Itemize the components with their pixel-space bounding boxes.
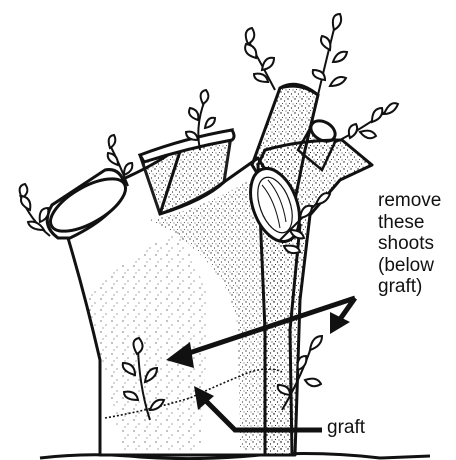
shoot-top-left (20, 184, 50, 236)
shoot-top-center (245, 28, 275, 90)
shoot-top-right (313, 14, 347, 95)
remove-shoots-label: remove these shoots (below graft) (378, 190, 441, 298)
shoot-right-branch (336, 103, 398, 142)
graft-label: graft (327, 417, 365, 439)
